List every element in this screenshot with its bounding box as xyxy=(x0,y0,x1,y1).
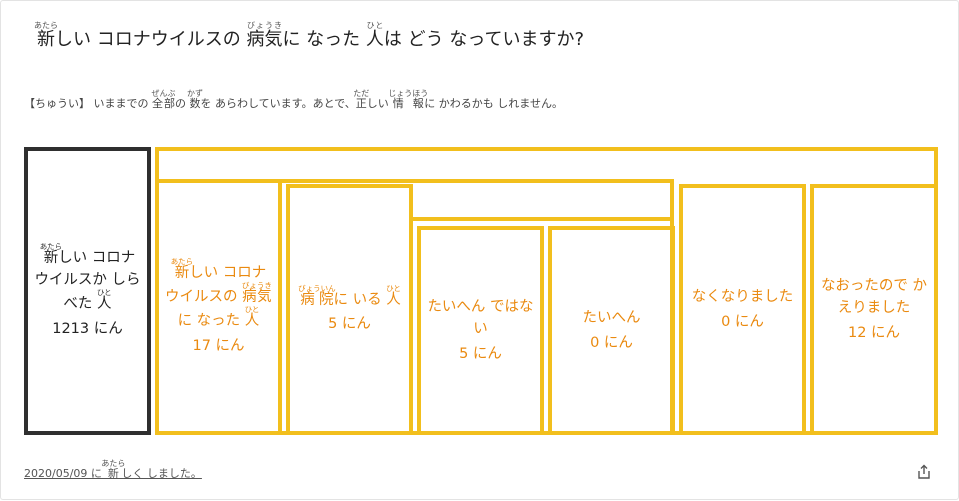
furigana-word: 数かず xyxy=(187,89,203,110)
box-severe-count: 0 にん xyxy=(590,334,633,351)
last-updated-link[interactable]: 2020/05/09 に 新あたらしく しました。 xyxy=(24,459,202,480)
box-not-severe-label: たいへん ではない xyxy=(427,298,534,338)
box-infected: 新あたらしい コロナウイルスの 病気びょうきに なった 人ひと 17 にん xyxy=(155,179,282,435)
box-severe: たいへん 0 にん xyxy=(548,226,675,435)
furigana-word: 全部ぜんぶ xyxy=(151,89,176,110)
furigana-word: 新あたら xyxy=(39,241,63,266)
box-deceased: なくなりました 0 にん xyxy=(679,184,806,435)
furigana-word: 新あたら xyxy=(170,257,194,282)
box-recovered-label: なおったので かえりました xyxy=(820,277,928,317)
page-title: 新あたらしい コロナウイルスの 病気びょうきに なった 人ひとは どう なってい… xyxy=(34,21,585,50)
box-recovered: なおったので かえりました 12 にん xyxy=(810,184,938,435)
furigana-word: 正ただ xyxy=(353,89,370,110)
box-not-severe-count: 5 にん xyxy=(459,345,502,362)
furigana-word: 病気びょうき xyxy=(241,281,272,306)
box-tested: 新あたらしい コロナウイルスか しらべた 人ひと 1213 にん xyxy=(24,147,151,435)
furigana-word: 新あたら xyxy=(34,21,58,50)
box-severe-label: たいへん xyxy=(582,310,641,327)
box-hospitalized-count: 5 にん xyxy=(328,316,371,332)
box-not-severe: たいへん ではない 5 にん xyxy=(417,226,544,435)
furigana-word: 人ひと xyxy=(96,288,112,313)
box-tested-count: 1213 にん xyxy=(52,320,123,337)
furigana-word: 新あたら xyxy=(101,459,126,480)
box-recovered-count: 12 にん xyxy=(847,324,901,341)
caution-note: 【ちゅうい】 いままでの 全部ぜんぶの 数かずを あらわしています。あとで、正た… xyxy=(24,89,563,110)
share-icon[interactable] xyxy=(915,463,933,481)
furigana-word: 人ひと xyxy=(244,305,260,330)
furigana-word: 病院びょういん xyxy=(298,283,336,308)
box-hospitalized: 病院びょういんに いる 人ひと 5 にん xyxy=(286,184,413,435)
furigana-word: 情報じょうほう xyxy=(388,89,429,110)
box-infected-count: 17 にん xyxy=(192,337,245,354)
box-infected-label: 新あたらしい コロナウイルスの 病気びょうきに なった 人ひと xyxy=(165,257,272,330)
box-deceased-label: なくなりました xyxy=(691,289,794,306)
furigana-word: 人ひと xyxy=(386,283,401,308)
furigana-word: 人ひと xyxy=(365,21,384,50)
box-tested-label: 新あたらしい コロナウイルスか しらべた 人ひと xyxy=(34,241,141,313)
box-deceased-count: 0 にん xyxy=(721,313,764,330)
furigana-word: 病気びょうき xyxy=(246,21,283,50)
box-hospitalized-label: 病院びょういんに いる 人ひと xyxy=(298,283,401,308)
